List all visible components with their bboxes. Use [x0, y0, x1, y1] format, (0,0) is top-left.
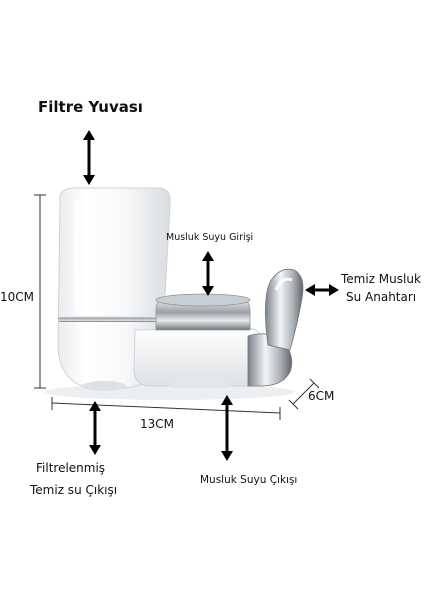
depth-dimension-label: 6CM: [308, 389, 335, 403]
width-dimension-label: 13CM: [140, 417, 175, 431]
switch-lever-highlight: [274, 277, 293, 291]
filtered-outlet-cap: [82, 381, 126, 391]
depth-dimension-line: [292, 382, 315, 405]
tap-water-outlet-nub: [170, 378, 230, 388]
switch-label-line2: Su Anahtarı: [346, 290, 417, 304]
filter-housing-arrow: [83, 130, 95, 185]
switch-label-line1: Temiz Musluk: [341, 272, 421, 286]
filter-housing-highlight: [73, 199, 83, 331]
filter-housing-label: Filtre Yuvası: [38, 98, 143, 116]
tap-body: [133, 327, 263, 387]
tap-inlet-label: Musluk Suyu Girişi: [166, 232, 254, 243]
tap-inlet-arrow: [202, 251, 214, 296]
height-dimension-label: 10CM: [0, 290, 35, 304]
filtered-outlet-arrow: [89, 401, 101, 455]
tap-inlet-top: [155, 293, 251, 307]
filter-chrome-ring: [58, 316, 164, 322]
depth-tick-a: [288, 399, 299, 410]
filtered-outlet-label-line1: Filtrelenmiş: [36, 461, 106, 475]
width-dimension-line: [51, 402, 281, 414]
switch-arrow: [305, 284, 339, 296]
filtered-outlet-label-line2: Temiz su Çıkışı: [30, 483, 118, 497]
tap-outlet-arrow: [221, 395, 233, 461]
tap-outlet-label: Musluk Suyu Çıkışı: [200, 474, 298, 486]
depth-tick-b: [309, 378, 320, 389]
